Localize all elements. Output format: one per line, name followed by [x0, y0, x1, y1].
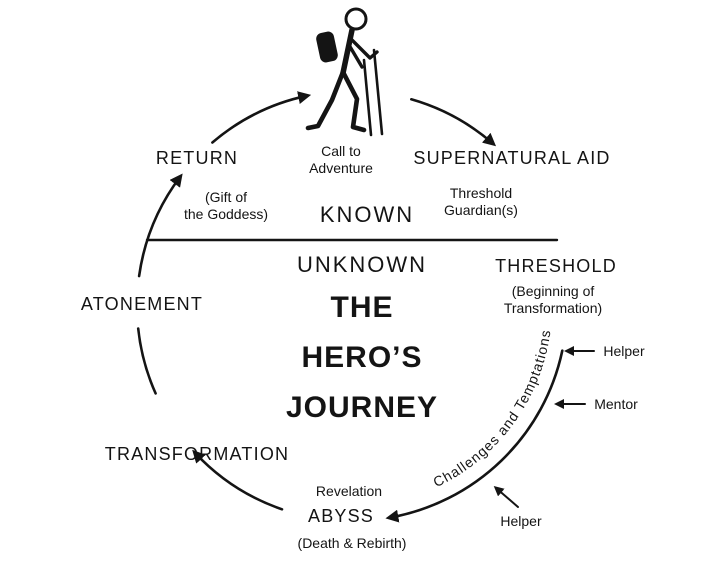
hiker-icon: [305, 7, 384, 137]
hiker-leg-back: [305, 69, 346, 131]
arc-threshold-to-abyss: [385, 349, 564, 523]
stage-threshold: THRESHOLD: [495, 256, 617, 276]
hiker-leg-front: [340, 69, 367, 133]
stage-revelation: Revelation: [315, 483, 383, 499]
arc-return-to-call: [211, 91, 312, 144]
stage-return-subtitle: (Gift of the Goddess): [183, 189, 269, 222]
diagram-title: THE HERO’S JOURNEY: [285, 291, 439, 424]
annotation-helper-bottom: Helper: [500, 513, 542, 529]
challenges-curved-label: Challenges and Temptations: [430, 328, 553, 490]
zone-known: KNOWN: [319, 202, 415, 227]
annotation-helper-top: Helper: [603, 343, 645, 359]
annotation-mentor: Mentor: [594, 396, 638, 412]
arc-abyss-to-transformation: [192, 449, 284, 511]
hiker-arm-back: [347, 43, 364, 69]
stage-abyss: ABYSS: [307, 506, 375, 526]
arc-atonement-to-return: [137, 173, 183, 278]
arc-call-to-supernatural-aid: [410, 98, 497, 147]
helper-bottom-arrow-icon: [493, 486, 519, 508]
arc-transformation-to-atonement: [136, 327, 157, 395]
stage-threshold-subtitle: (Beginning of Transformation): [503, 283, 603, 316]
stage-call-to-adventure: Call to Adventure: [309, 143, 373, 176]
stage-abyss-subtitle: (Death & Rebirth): [297, 535, 407, 551]
stage-transformation: TRANSFORMATION: [104, 444, 290, 464]
stage-atonement: ATONEMENT: [80, 294, 204, 314]
stage-supernatural-aid: SUPERNATURAL AID: [413, 148, 611, 168]
hiker-pole-front: [372, 48, 384, 136]
stage-threshold-guardians: Threshold Guardian(s): [444, 185, 518, 218]
hiker-backpack: [316, 31, 338, 63]
hiker-head: [344, 7, 368, 31]
zone-unknown: UNKNOWN: [296, 252, 428, 277]
hiker-pole-back: [362, 58, 373, 137]
stage-return: RETURN: [155, 148, 239, 168]
